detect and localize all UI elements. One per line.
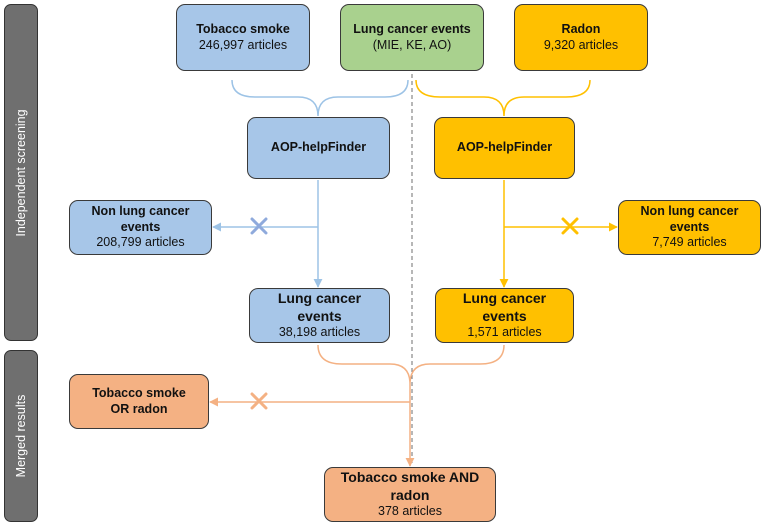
lung-cancer-right-box: Lung cancer events 1,571 articles	[435, 288, 574, 343]
tobacco-smoke-count: 246,997 articles	[198, 37, 288, 52]
aop-helpfinder-right-box: AOP-helpFinder	[434, 117, 575, 179]
lung-right-count: 1,571 articles	[467, 325, 542, 340]
tobacco-and-radon-box: Tobacco smoke AND radon 378 articles	[324, 467, 496, 522]
radon-count: 9,320 articles	[543, 37, 619, 52]
or-box-line2: OR radon	[110, 401, 168, 416]
non-lung-left-line1: Non lung cancer	[91, 204, 190, 219]
x-mark-icon-right	[561, 217, 579, 235]
tobacco-smoke-box: Tobacco smoke 246,997 articles	[176, 4, 310, 71]
aop-helpfinder-left-label: AOP-helpFinder	[270, 140, 367, 155]
brace-icon-right	[415, 79, 591, 117]
tobacco-or-radon-box: Tobacco smoke OR radon	[69, 374, 209, 429]
radon-box: Radon 9,320 articles	[514, 4, 648, 71]
lung-left-line1: Lung cancer	[277, 290, 362, 307]
aop-helpfinder-left-box: AOP-helpFinder	[247, 117, 390, 179]
and-box-count: 378 articles	[378, 504, 442, 519]
non-lung-right-count: 7,749 articles	[652, 235, 727, 250]
independent-screening-sidebar: Independent screening	[4, 4, 38, 341]
and-box-line2: radon	[390, 486, 430, 503]
lung-cancer-events-title: Lung cancer events	[353, 21, 471, 36]
non-lung-left-line2: events	[120, 219, 161, 234]
lung-right-line2: events	[482, 307, 527, 324]
radon-title: Radon	[561, 21, 601, 36]
merged-results-sidebar: Merged results	[4, 350, 38, 522]
brace-icon-merge	[317, 344, 505, 385]
x-mark-icon-left	[250, 217, 268, 235]
non-lung-cancer-right-box: Non lung cancer events 7,749 articles	[618, 200, 761, 255]
non-lung-left-count: 208,799 articles	[96, 235, 185, 250]
non-lung-right-line2: events	[669, 219, 710, 234]
or-box-line1: Tobacco smoke	[92, 385, 186, 400]
lung-cancer-events-sub: (MIE, KE, AO)	[372, 37, 452, 52]
lung-left-line2: events	[297, 307, 342, 324]
lung-cancer-left-box: Lung cancer events 38,198 articles	[249, 288, 390, 343]
brace-icon-left	[231, 79, 409, 117]
x-mark-icon-merge	[250, 392, 268, 410]
lung-cancer-events-box: Lung cancer events (MIE, KE, AO)	[340, 4, 484, 71]
non-lung-cancer-left-box: Non lung cancer events 208,799 articles	[69, 200, 212, 255]
tobacco-smoke-title: Tobacco smoke	[196, 21, 290, 36]
lung-right-line1: Lung cancer	[462, 290, 547, 307]
and-box-line1: Tobacco smoke AND	[340, 469, 480, 486]
lung-left-count: 38,198 articles	[278, 325, 361, 340]
non-lung-right-line1: Non lung cancer	[640, 204, 739, 219]
aop-helpfinder-right-label: AOP-helpFinder	[456, 140, 553, 155]
